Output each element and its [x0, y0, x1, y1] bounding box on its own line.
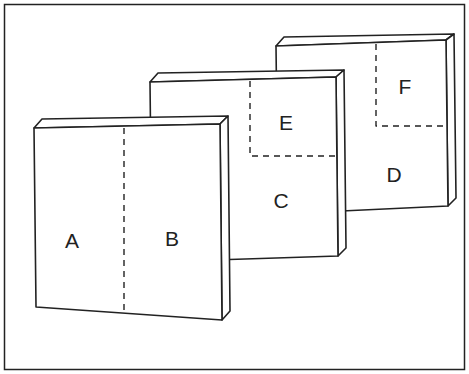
part-label: D: [386, 164, 401, 185]
frame-border: [5, 5, 465, 370]
part-label: C: [273, 190, 288, 211]
part-label: A: [65, 230, 79, 251]
part-label: B: [165, 228, 179, 249]
part-label: F: [399, 76, 412, 97]
front-slab: [34, 116, 230, 320]
part-label: E: [279, 112, 293, 133]
